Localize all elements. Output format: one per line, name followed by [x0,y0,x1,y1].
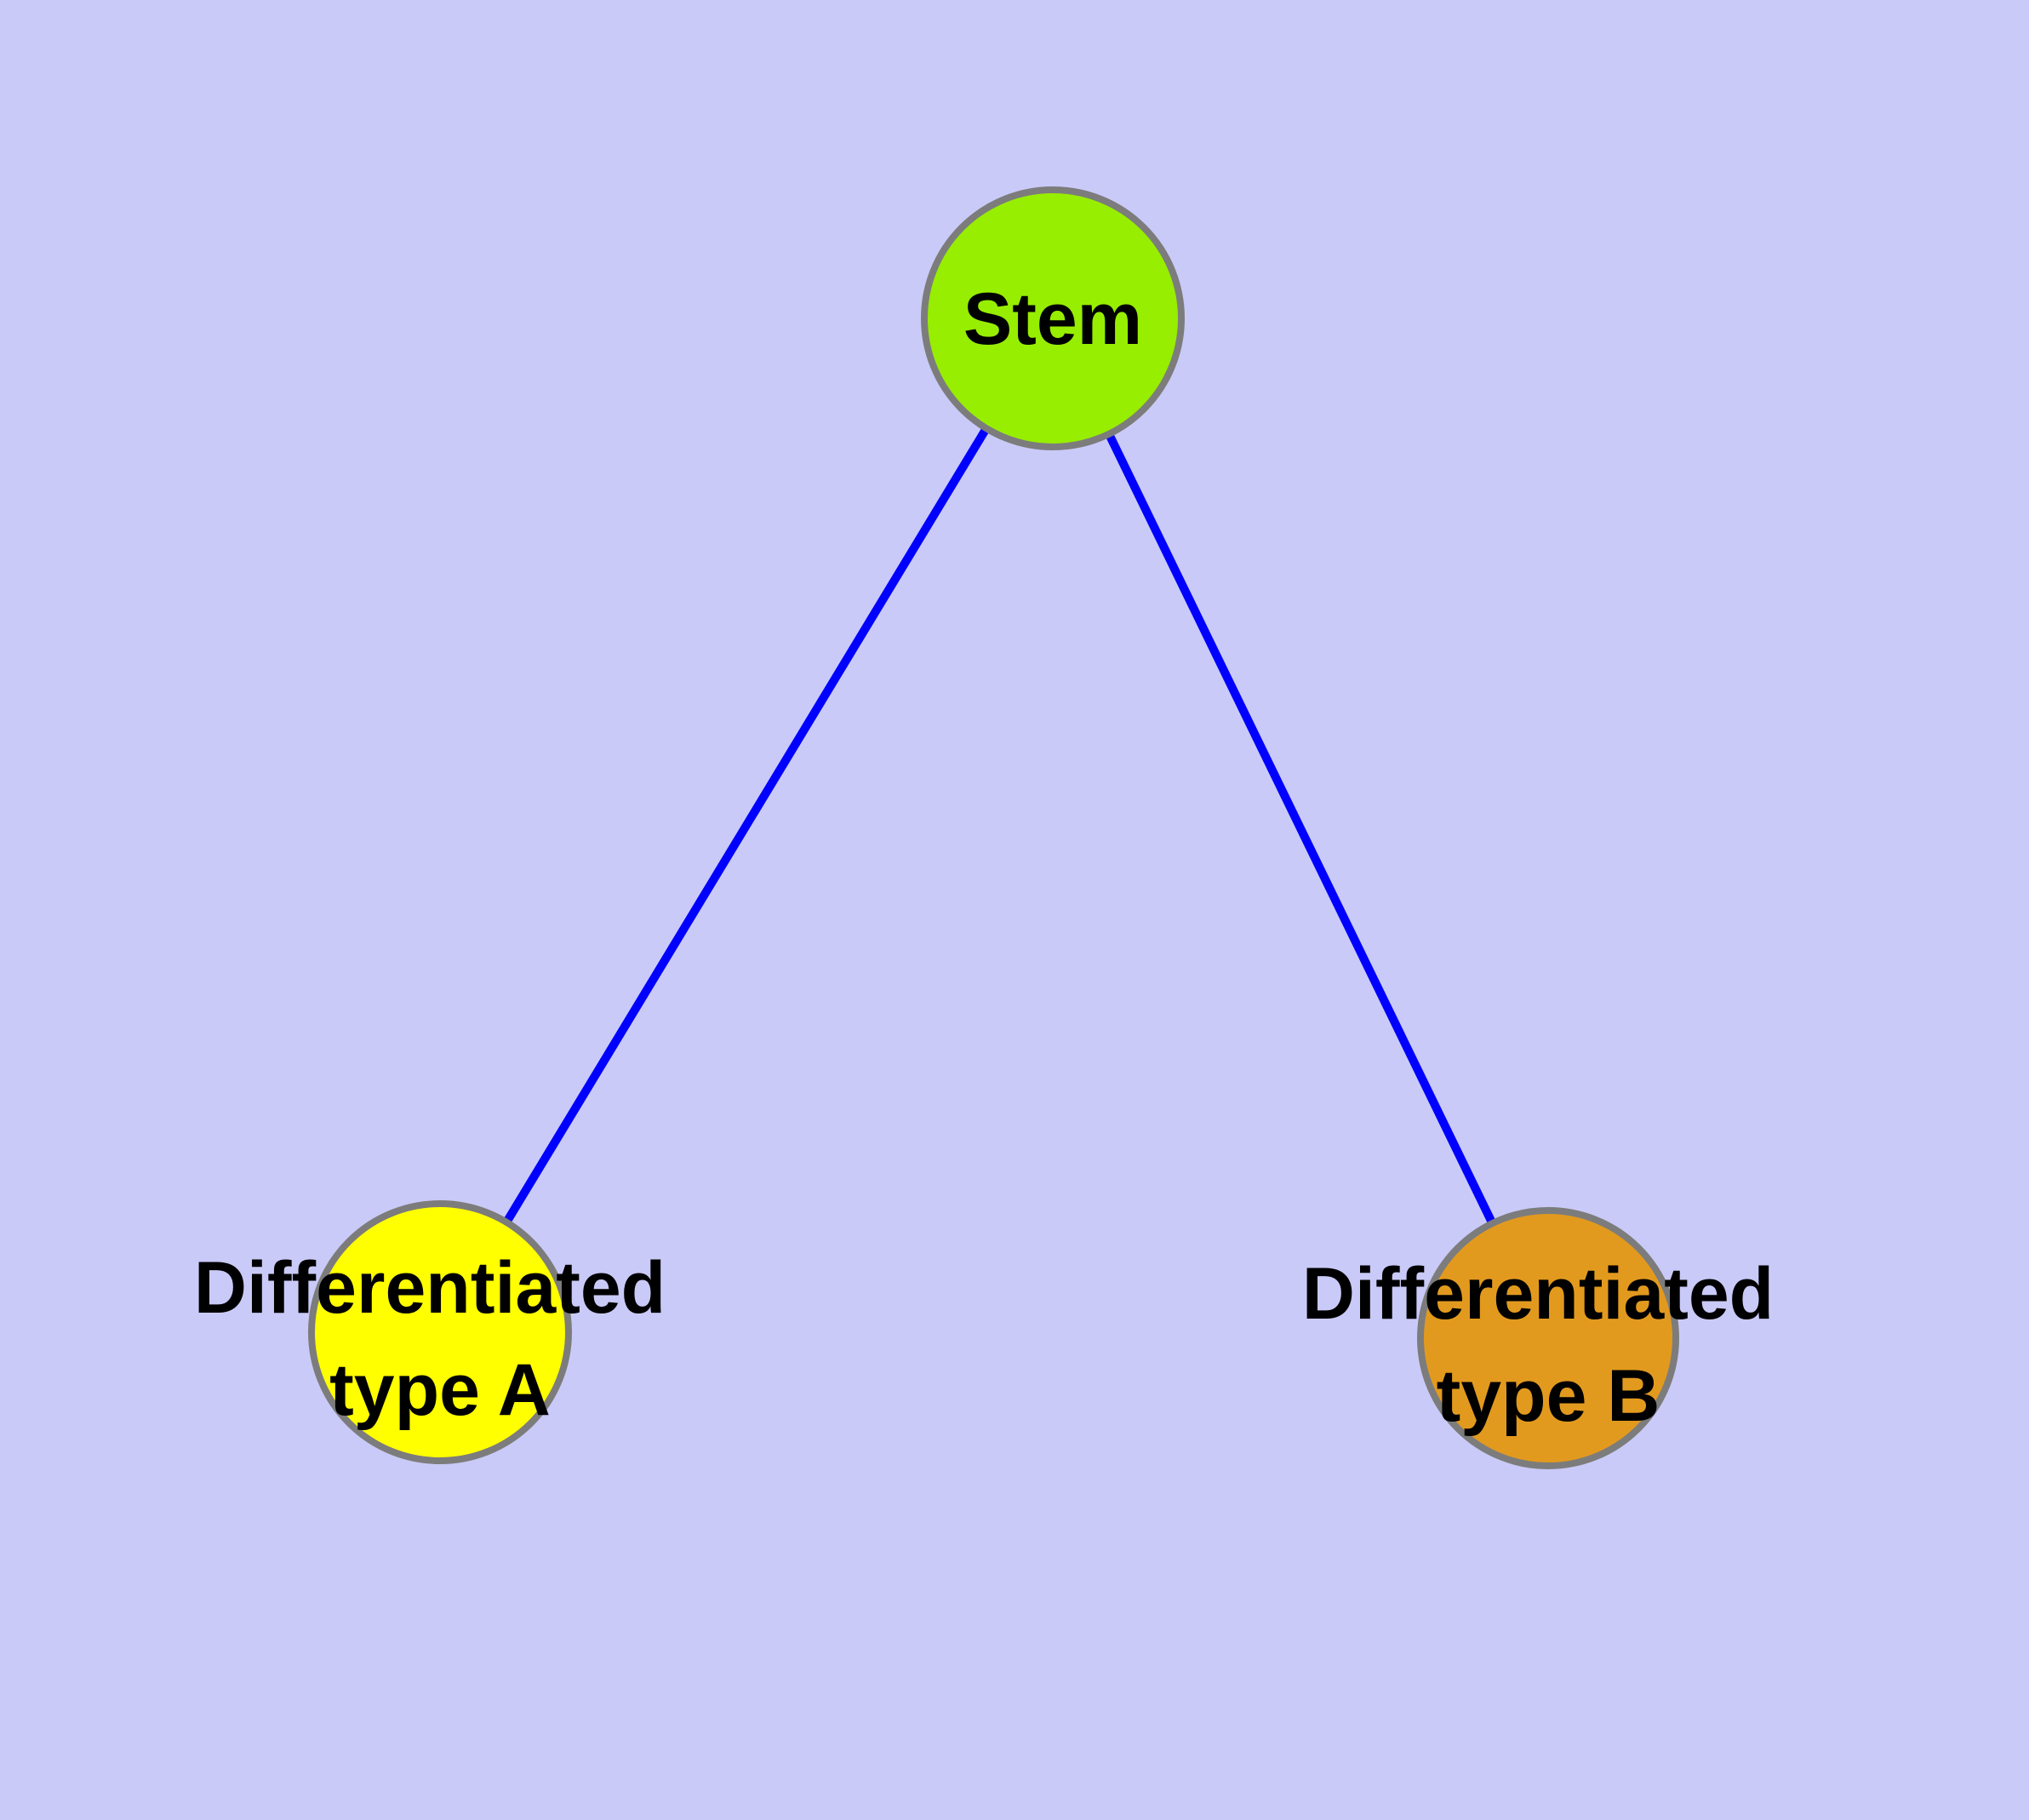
node-type-a-label-line1: Differentiated [194,1247,666,1329]
node-type-a-label-line2: type A [329,1349,551,1431]
node-type-a-circle [308,1200,572,1464]
node-type-b-label: Differentiated type B [1302,1253,1794,1437]
node-type-b-circle [1417,1207,1679,1469]
node-differentiated-type-b: Differentiated type B [1302,1207,1794,1469]
node-type-a-label: Differentiated type A [194,1247,686,1431]
nodes: Stem Differentiated type A Differentiate… [194,186,1794,1469]
node-stem: Stem [921,186,1185,450]
node-type-b-label-line2: type B [1437,1355,1660,1437]
edges [436,316,1552,1341]
edge-stem-to-type-a [436,316,1057,1335]
node-stem-label: Stem [963,278,1142,360]
node-differentiated-type-a: Differentiated type A [194,1200,686,1464]
node-type-b-label-line1: Differentiated [1302,1253,1774,1335]
node-stem-circle [921,186,1185,450]
edge-stem-to-type-b [1049,316,1552,1341]
